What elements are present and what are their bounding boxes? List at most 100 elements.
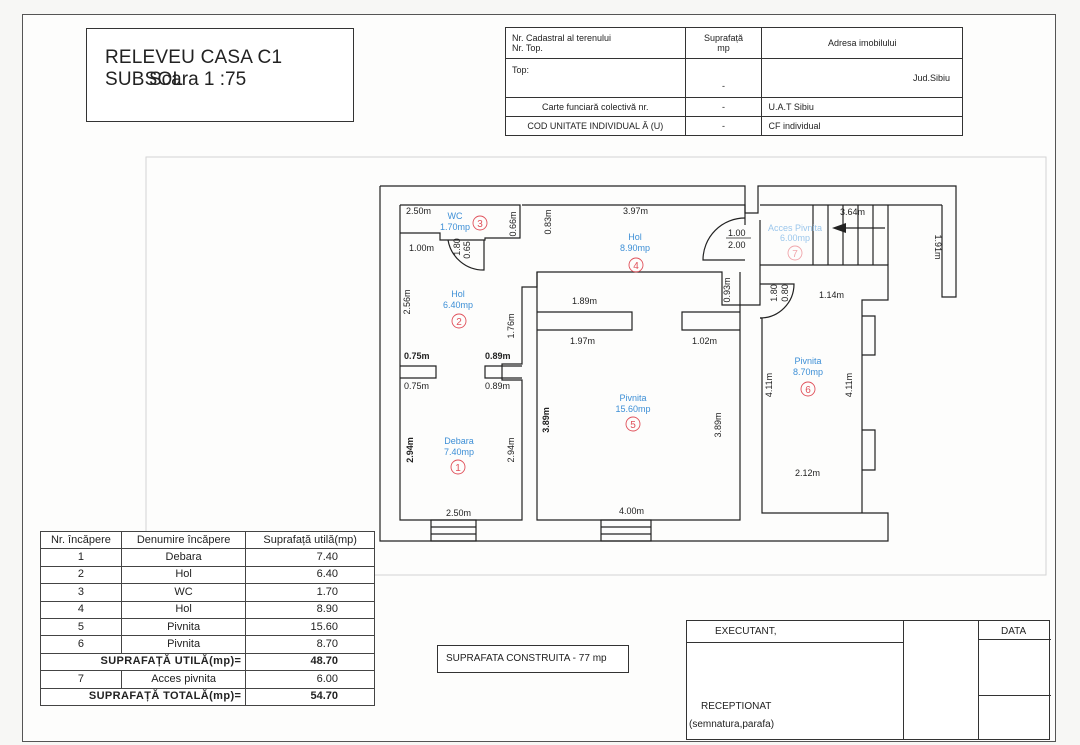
partition-left [537,311,633,331]
row-area: 6.40 [245,565,375,585]
grand-total-value: 54.70 [245,687,375,706]
row-area: 1.70 [245,583,375,602]
dim-hol-door: 0.83m [543,209,553,234]
door-pivnita6 [759,283,795,319]
data-label: DATA [1001,626,1027,637]
cadastral-header-line2: Nr. Top. [512,43,543,54]
grand-total-row: SUPRAFAȚĂ TOTALĂ(mp)= 54.70 [39,687,375,706]
row-nr: 5 [40,617,122,637]
dim-debara-left-bot: 0.75m [404,381,429,391]
dim-debara-left-top: 0.75m [404,351,430,361]
dim-pivnita-height-r: 3.89m [713,412,723,437]
room-hol2-name: Hol [451,289,465,299]
row-name: Hol [120,565,247,585]
top-value: - [684,58,763,98]
wc-wall [400,204,521,241]
rooms-table-header: Nr. încăpere Denumire încăpere Suprafață… [40,530,375,550]
executant-label: EXECUTANT, [715,626,777,637]
receptionat-label: RECEPTIONAT [701,701,772,712]
dim-hol4-bottom: 1.89m [572,296,597,306]
built-surface-box: SUPRAFATA CONSTRUITA - 77 mp [437,645,629,673]
row-nr: 6 [40,635,122,654]
room-acces-name: Acces Pivnita [768,223,822,233]
address-value: Jud.Sibiu [761,58,963,98]
dim-acces-door-h: 2.00 [728,240,746,250]
address-header: Adresa imobilului [761,26,963,60]
dim-wc-door-h: 1.80 [452,238,462,256]
room-number-1: 1 [455,463,461,474]
dim-wc-width: 2.50m [406,206,431,216]
semnatura-label: (semnatura,parafa) [689,719,775,730]
dim-piv6-door-h: 1.80 [769,284,779,302]
table-row: 7 Acces pivnita 6.00 [40,670,375,689]
room-debara-area: 7.40mp [444,447,474,457]
dim-debara-height-l: 2.94m [405,437,415,463]
room-hol2-area: 6.40mp [443,300,473,310]
dim-acces-door-w: 1.00 [728,228,746,238]
table-row: 1 Debara 7.40 [40,548,375,567]
door-acces [702,217,746,261]
row-nr: 3 [40,583,122,602]
room-acces-area: 6.00mp [780,233,810,243]
row-name: Hol [120,600,247,619]
partition-debara-right [484,365,522,379]
row-name: Debara [120,548,247,567]
room-number-3: 3 [477,219,483,230]
dim-piv6-left: 4.11m [764,373,774,397]
row-area: 15.60 [245,617,375,637]
dim-pivnita-height-l: 3.89m [541,407,551,433]
dim-hol2-top: 1.00m [409,243,434,253]
util-total-value: 48.70 [245,652,375,672]
room-number-7: 7 [792,249,798,260]
dim-wc-door-w: 0.65 [462,241,472,259]
built-surface-text: SUPRAFATA CONSTRUITA - 77 mp [446,653,607,664]
row-name: Pivnita [120,635,247,654]
room-number-6: 6 [805,385,811,396]
room-debara-name: Debara [444,436,474,446]
row-nr: 1 [40,548,122,567]
door-wc [447,239,485,271]
dim-hol2-right: 1.76m [506,313,516,338]
room-hol4-name: Hol [628,232,642,242]
row-nr: 7 [40,670,122,689]
dim-acces-depth: 1.91m [933,234,943,259]
room-pivnita6-area: 8.70mp [793,367,823,377]
row-name: Acces pivnita [120,670,247,689]
room-wc-area: 1.70mp [440,222,470,232]
row-area: 8.90 [245,600,375,619]
row-area: 8.70 [245,635,375,654]
dim-acces-width: 3.64m [840,207,865,217]
room-pivnita5-area: 15.60mp [615,404,650,414]
surface-header-label: Suprafață [704,33,744,44]
cadastral-info-table: Nr. Cadastral al terenului Nr. Top. Supr… [505,26,963,137]
table-row: 2 Hol 6.40 [40,565,375,585]
dim-pivnita-right: 1.02m [692,336,717,346]
header-nr: Nr. încăpere [40,530,122,550]
row-area: 7.40 [245,548,375,567]
row-nr: 2 [40,565,122,585]
cf-individual: CF individual [761,115,963,137]
room-numbers: 3 4 7 2 5 6 1 [450,215,816,475]
dim-debara-bottom: 2.50m [446,508,471,518]
header-suprafata: Suprafață utilă(mp) [245,530,375,550]
grand-total-label: SUPRAFAȚĂ TOTALĂ(mp)= [39,687,247,706]
room-hol4-area: 8.90mp [620,243,650,253]
dim-piv6-bottom: 2.12m [795,468,820,478]
table-row: 4 Hol 8.90 [40,600,375,619]
title-box: RELEVEU CASA C1 SUBSOL Scara 1 :75 [86,28,354,122]
room-pivnita6-name: Pivnita [794,356,821,366]
header-denumire: Denumire încăpere [120,530,247,550]
row-name: WC [120,583,247,602]
dim-debara-height-r: 2.94m [506,437,516,462]
room-number-4: 4 [633,261,639,272]
dim-piv6-top: 1.14m [819,290,844,300]
surface-header-unit: mp [717,43,730,54]
row-nr: 4 [40,600,122,619]
room-pivnita5-name: Pivnita [619,393,646,403]
cod-value: - [684,115,763,137]
table-row: 5 Pivnita 15.60 [40,617,375,637]
cod-label: COD UNITATE INDIVIDUAL Ă (U) [505,115,686,137]
util-total-label: SUPRAFAȚĂ UTILĂ(mp)= [39,652,247,672]
window-pivnita [600,519,652,542]
